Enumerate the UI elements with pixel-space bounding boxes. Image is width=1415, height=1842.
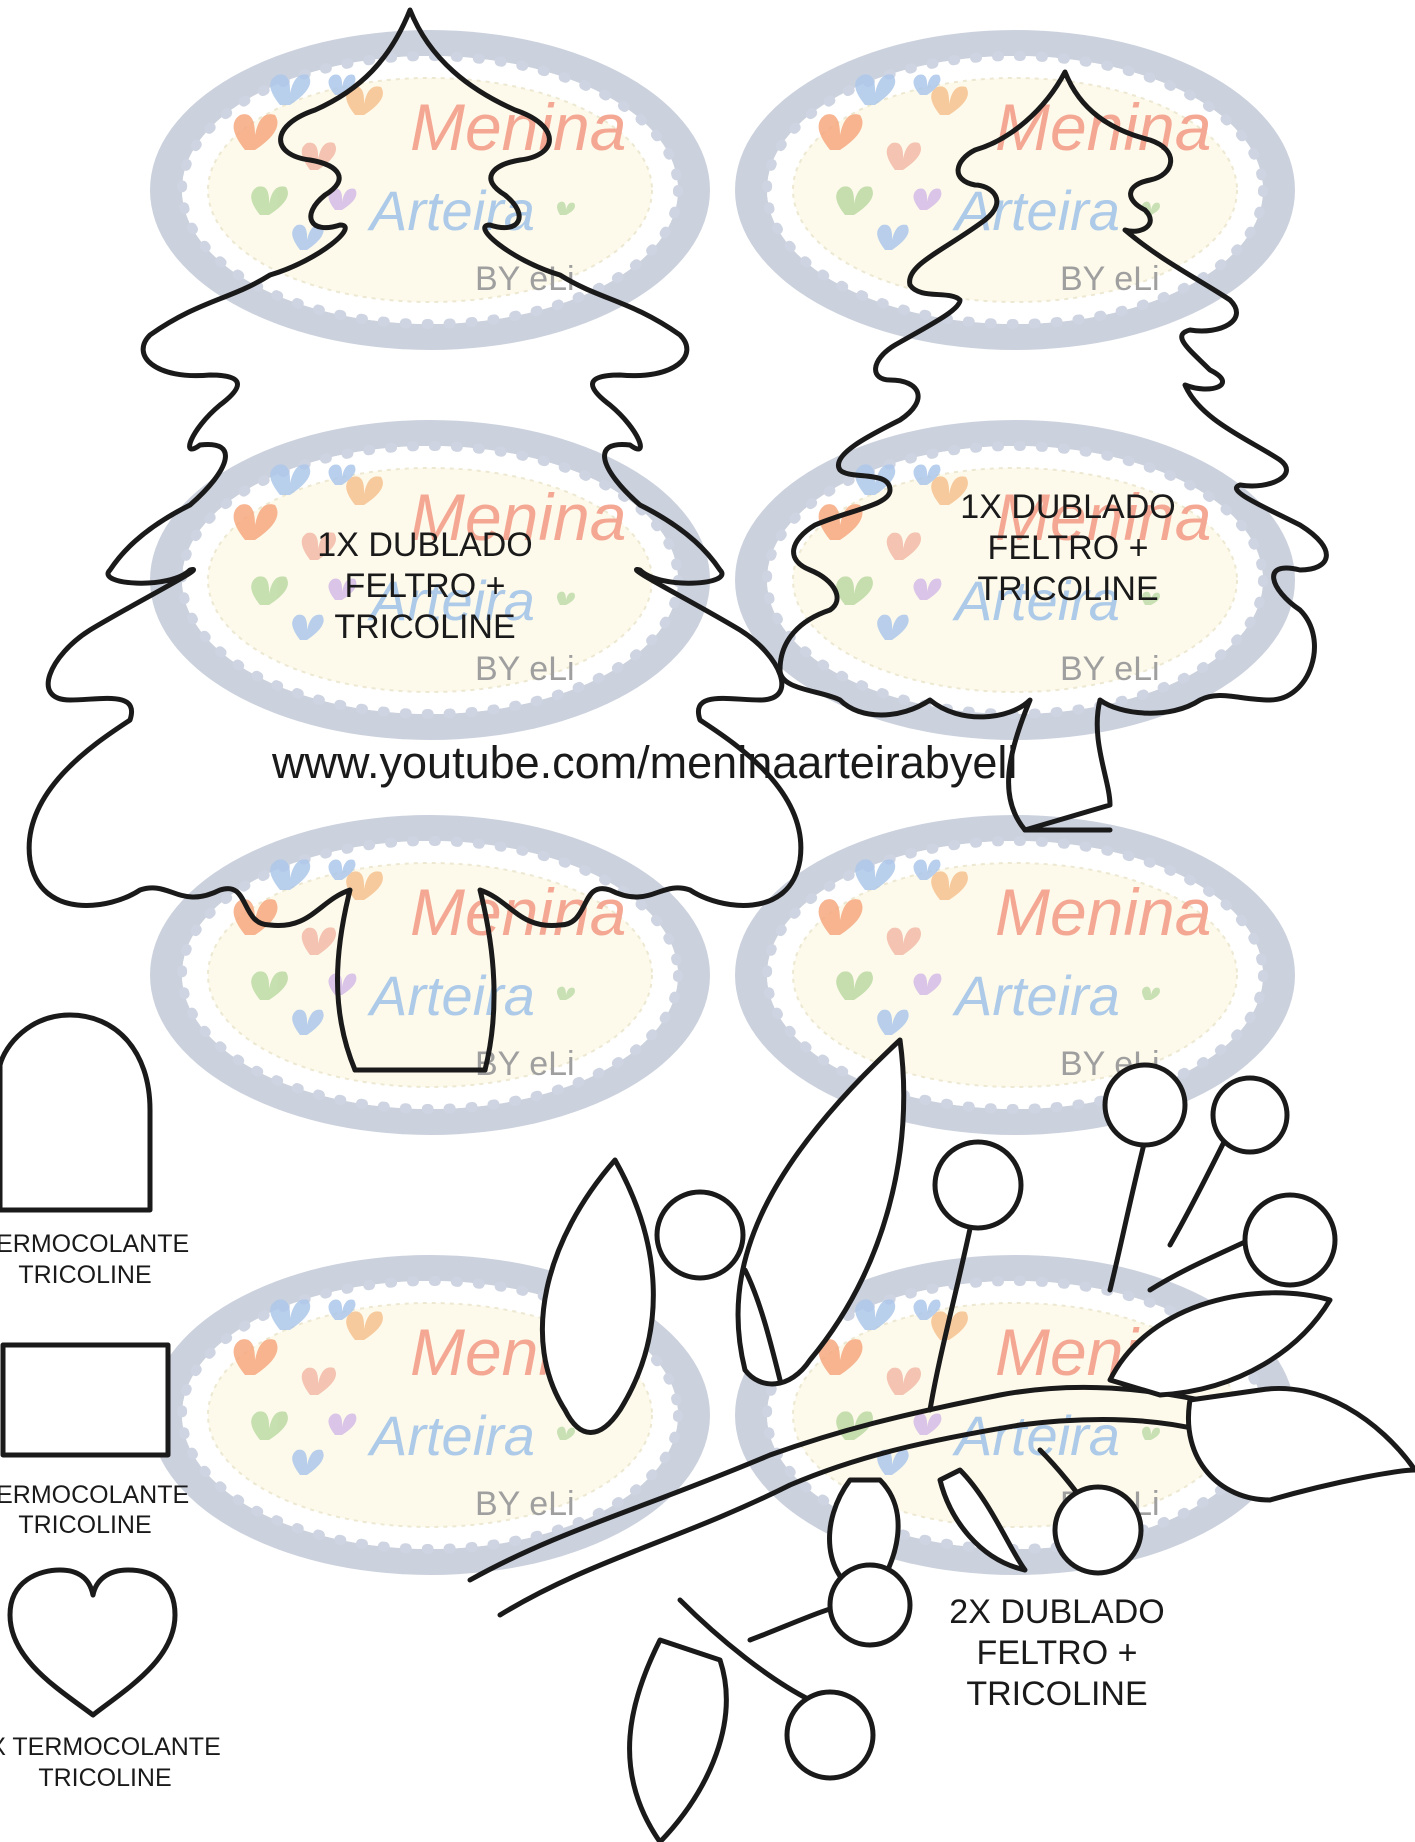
watermark-logo bbox=[735, 30, 1295, 350]
heart-shape bbox=[7, 1567, 178, 1718]
branch-label-line: TRICOLINE bbox=[966, 1675, 1147, 1713]
rect-label-line: TERMOCOLANTE bbox=[0, 1481, 189, 1509]
small-tree-label: 1X DUBLADO FELTRO + TRICOLINE bbox=[960, 488, 1175, 608]
large-tree-label-line: TRICOLINE bbox=[334, 608, 515, 646]
watermark-layer bbox=[150, 30, 1295, 1575]
heart-label-line: TRICOLINE bbox=[38, 1764, 171, 1792]
watermark-logo bbox=[150, 815, 710, 1135]
arch-label-line: TERMOCOLANTE bbox=[0, 1230, 189, 1258]
heart-label-line: X TERMOCOLANTE bbox=[0, 1733, 221, 1761]
rect-label: TERMOCOLANTE TRICOLINE bbox=[0, 1481, 189, 1539]
rect-label-line: TRICOLINE bbox=[18, 1511, 151, 1539]
small-tree-label-line: FELTRO + bbox=[988, 529, 1149, 567]
large-tree-label-line: FELTRO + bbox=[345, 567, 506, 605]
small-tree-outline bbox=[777, 69, 1329, 833]
watermark-logo bbox=[735, 815, 1295, 1135]
branch-label-line: 2X DUBLADO bbox=[949, 1593, 1164, 1631]
large-tree-label: 1X DUBLADO FELTRO + TRICOLINE bbox=[317, 526, 532, 646]
watermark-logo bbox=[150, 30, 710, 350]
branch-label: 2X DUBLADO FELTRO + TRICOLINE bbox=[949, 1593, 1164, 1713]
arch-label-line: TRICOLINE bbox=[18, 1261, 151, 1289]
arch-label: TERMOCOLANTE TRICOLINE bbox=[0, 1230, 189, 1289]
youtube-url: www.youtube.com/meninaarteirabyeli bbox=[271, 737, 1017, 788]
small-tree-label-line: 1X DUBLADO bbox=[960, 488, 1175, 526]
small-tree-label-line: TRICOLINE bbox=[977, 570, 1158, 608]
rectangle-shape bbox=[0, 1342, 171, 1458]
branch-shape bbox=[467, 1037, 1415, 1842]
heart-label: X TERMOCOLANTE TRICOLINE bbox=[0, 1733, 221, 1792]
arch-shape bbox=[0, 1012, 153, 1213]
large-tree-label-line: 1X DUBLADO bbox=[317, 526, 532, 564]
branch-label-line: FELTRO + bbox=[977, 1634, 1138, 1672]
